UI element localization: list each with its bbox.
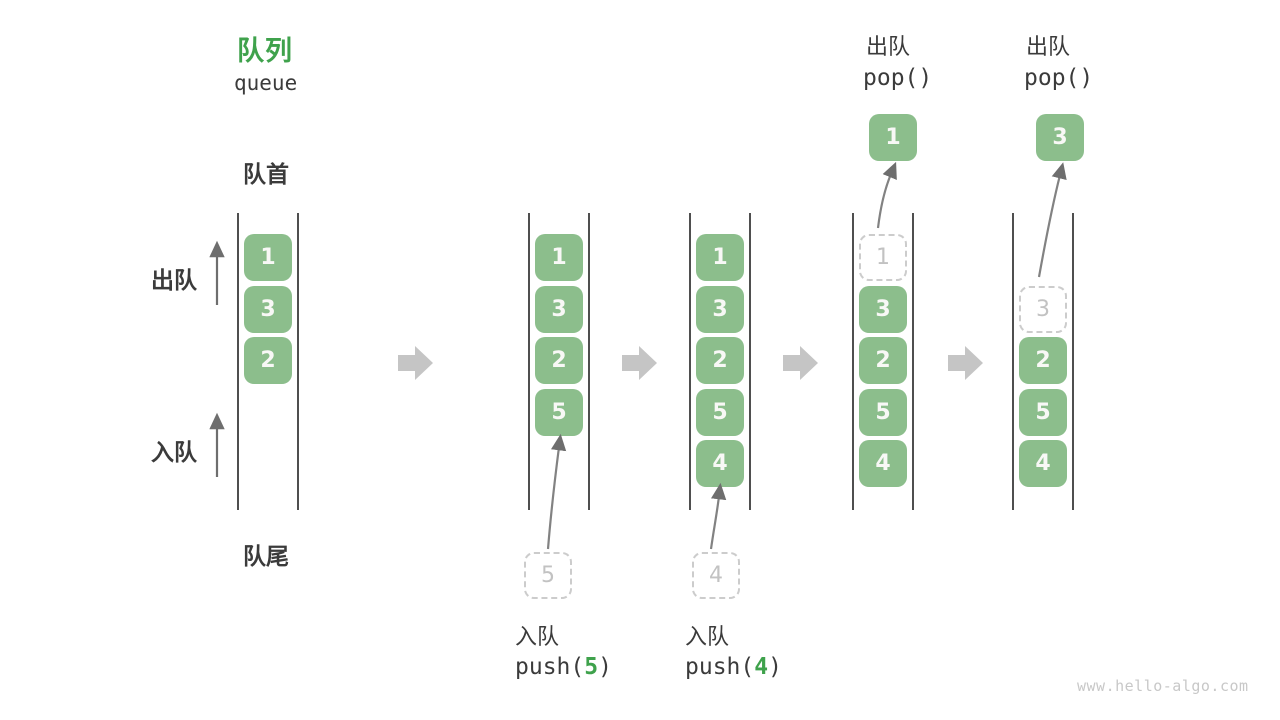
queue-item: 1 [696,234,744,281]
dequeue-side-label: 出队 [151,267,197,293]
enqueue-arg: 4 [754,654,769,680]
staged-item-ghost: 5 [524,552,572,599]
queue-item-ghost: 3 [1019,286,1067,333]
pop-arrow-state-4 [876,161,897,229]
queue-wall-left [237,213,239,510]
queue-wall-left [689,213,691,510]
queue-item: 3 [244,286,292,333]
queue-wall-right [1072,213,1074,510]
queue-wall-right [297,213,299,510]
queue-item: 1 [244,234,292,281]
dequeue-op-code: pop() [1024,65,1094,91]
queue-rear-label: 队尾 [243,543,289,569]
queue-item: 3 [535,286,583,333]
queue-item: 2 [859,337,907,384]
queue-item: 4 [859,440,907,487]
queue-wall-left [528,213,530,510]
enqueue-op-code: push(5) [515,654,612,680]
queue-item: 5 [1019,389,1067,436]
queue-item: 2 [535,337,583,384]
queue-item: 5 [535,389,583,436]
queue-item: 3 [859,286,907,333]
queue-wall-right [912,213,914,510]
popped-item: 3 [1036,114,1084,161]
dequeue-op-label: 出队 [1026,34,1071,59]
pop-arrow-state-5 [1037,162,1067,278]
push-arrow-state-2 [546,433,567,550]
dequeue-op-label: 出队 [866,34,911,59]
queue-item: 4 [1019,440,1067,487]
popped-item: 1 [869,114,917,161]
dequeue-op-code: pop() [863,65,933,91]
diagram-title-zh: 队列 [237,36,293,66]
state-transition-arrow-3 [783,346,818,380]
diagram-title-en: queue [234,71,298,95]
queue-front-label: 队首 [243,161,289,187]
enqueue-side-label: 入队 [151,439,197,465]
queue-wall-left [852,213,854,510]
queue-wall-left [1012,213,1014,510]
queue-item-ghost: 1 [859,234,907,281]
queue-item: 2 [1019,337,1067,384]
queue-wall-right [749,213,751,510]
queue-item: 1 [535,234,583,281]
push-arrow-state-3 [709,482,727,550]
queue-item: 4 [696,440,744,487]
queue-item: 5 [696,389,744,436]
queue-item: 3 [696,286,744,333]
watermark: www.hello-algo.com [1077,677,1249,695]
queue-item: 2 [244,337,292,384]
enqueue-arg: 5 [584,654,599,680]
queue-wall-right [588,213,590,510]
staged-item-ghost: 4 [692,552,740,599]
enqueue-op-label: 入队 [515,624,560,649]
state-transition-arrow-4 [948,346,983,380]
enqueue-op-code: push(4) [685,654,782,680]
state-transition-arrow-2 [622,346,657,380]
queue-item: 2 [696,337,744,384]
queue-item: 5 [859,389,907,436]
state-transition-arrow-1 [398,346,433,380]
enqueue-op-label: 入队 [685,624,730,649]
